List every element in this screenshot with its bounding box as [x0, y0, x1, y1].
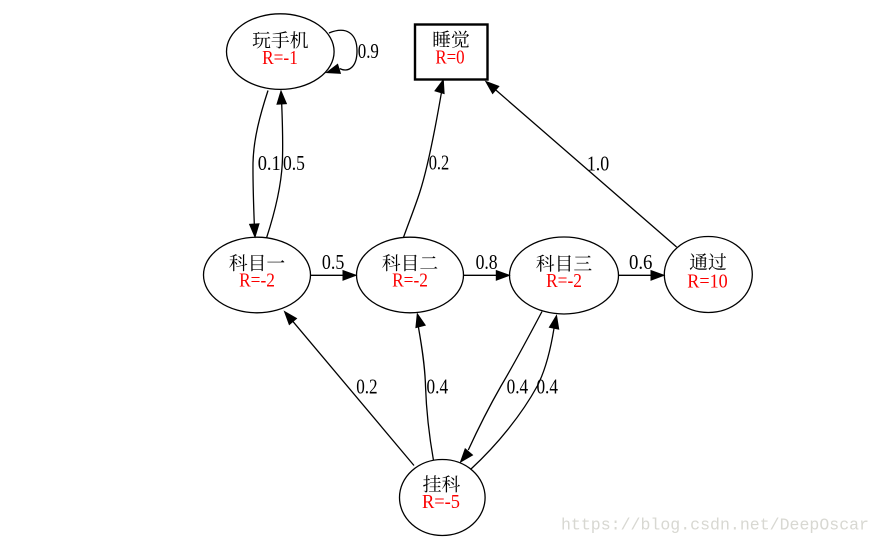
svg-text:0.5: 0.5 [283, 151, 305, 175]
svg-text:0.5: 0.5 [322, 250, 344, 274]
svg-text:R=-2: R=-2 [392, 269, 428, 291]
svg-text:0.6: 0.6 [629, 250, 653, 274]
svg-text:0.4: 0.4 [507, 374, 529, 398]
svg-text:R=-1: R=-1 [262, 47, 298, 69]
svg-text:0.2: 0.2 [356, 374, 377, 398]
svg-text:R=0: R=0 [435, 46, 464, 68]
svg-text:R=-2: R=-2 [546, 270, 582, 292]
svg-text:0.4: 0.4 [536, 374, 558, 398]
svg-text:0.4: 0.4 [427, 374, 449, 398]
svg-text:0.8: 0.8 [476, 250, 498, 274]
svg-text:https://blog.csdn.net/DeepOsca: https://blog.csdn.net/DeepOscar [561, 516, 869, 535]
svg-text:R=-5: R=-5 [422, 491, 460, 513]
svg-text:0.1: 0.1 [258, 151, 281, 175]
svg-text:0.2: 0.2 [429, 151, 450, 175]
svg-text:R=10: R=10 [687, 270, 727, 292]
svg-text:R=-2: R=-2 [239, 269, 275, 291]
svg-text:1.0: 1.0 [587, 152, 609, 176]
svg-text:0.9: 0.9 [358, 39, 379, 63]
